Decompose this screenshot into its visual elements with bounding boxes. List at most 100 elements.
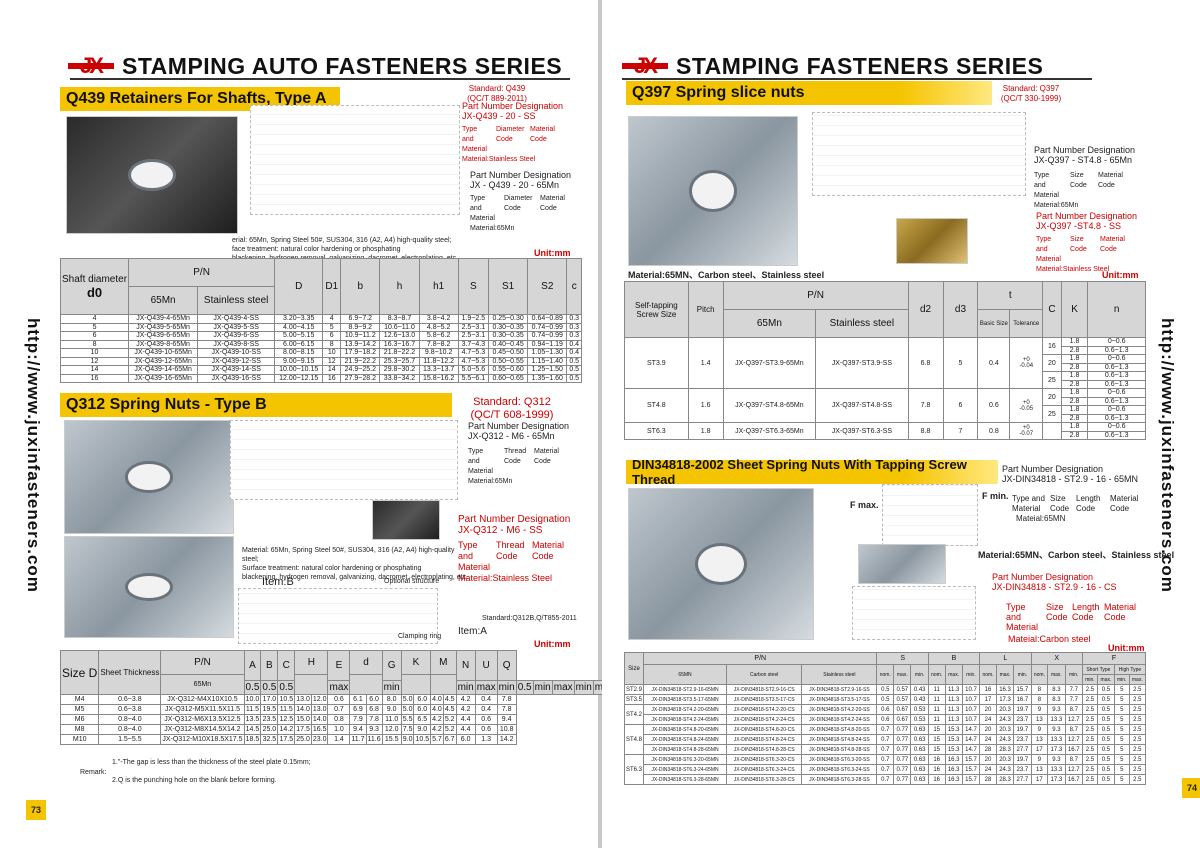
side-url[interactable]: http://www.juxinfasteners.com (24, 317, 43, 593)
table-cell: 25.3~25.7 (379, 356, 420, 366)
col-header: nom. (979, 664, 997, 685)
table-cell: JX-DIN34818-ST4.8-24-SS (801, 734, 878, 745)
table-cell: 8.00~8.15 (274, 348, 324, 358)
table-cell: 0.53 (910, 704, 929, 715)
table-cell: 13.3 (1047, 714, 1066, 725)
table-cell: 20.3 (995, 704, 1015, 715)
table-cell: 28 (979, 774, 997, 785)
col-header: K (400, 650, 432, 675)
col-header: D (274, 258, 324, 315)
table-cell: 28 (979, 744, 997, 755)
col-header: max (474, 680, 498, 695)
table-cell: 10.5 (413, 734, 432, 745)
col-header: B (260, 650, 279, 681)
col-header: min (381, 680, 402, 695)
col-header: 65Mn (722, 309, 817, 338)
table-cell: 0.43 (910, 684, 929, 695)
table-cell: 16.7 (1064, 744, 1083, 755)
table-cell: 0.5 (876, 694, 895, 705)
table-cell: M8 (59, 724, 100, 735)
col-header: min. (1013, 664, 1032, 685)
table-cell: 12.7 (1064, 734, 1083, 745)
col-header: max. (944, 664, 963, 685)
table-cell: 10.6~11.0 (379, 322, 420, 332)
table-cell: 2.8 (1060, 396, 1089, 406)
table-cell: 8 (1030, 684, 1049, 695)
table-cell: 0.5 (566, 373, 582, 383)
side-url[interactable]: http://www.juxinfasteners.com (1158, 317, 1177, 593)
table-cell: 1.8 (1060, 422, 1089, 432)
q312-remark-1: 1."-The gap is less than the thickness o… (112, 759, 311, 766)
col-header: P/N (160, 650, 245, 675)
table-cell: 0.5 (1097, 724, 1115, 735)
table-cell: 11 (927, 704, 946, 715)
col-header: d3 (942, 281, 979, 338)
table-cell: 2.5 (1081, 774, 1099, 785)
table-cell: 8.3 (1047, 684, 1066, 695)
table-cell: 12 (322, 356, 342, 366)
table-cell: 1.8 (1060, 405, 1089, 415)
col-header: min. (1081, 674, 1099, 685)
table-cell: 19.7 (1013, 754, 1032, 765)
col-header: U (474, 650, 498, 681)
table-cell: 17 (1030, 744, 1049, 755)
table-cell: 11.3 (944, 694, 963, 705)
table-cell: 1.3 (474, 734, 498, 745)
table-cell: 5 (1113, 694, 1130, 705)
table-cell: JX-Q439-4-SS (197, 314, 276, 324)
table-cell: 1.8 (1060, 388, 1089, 398)
table-cell: 5 (1113, 714, 1130, 725)
table-cell: 24 (979, 764, 997, 775)
table-cell: 1.4 (327, 734, 351, 745)
table-cell: 0.5 (566, 356, 582, 366)
table-cell: 16.7 (1013, 694, 1032, 705)
col-header: b (340, 258, 381, 315)
table-cell: 5.0~5.6 (457, 365, 490, 375)
table-cell: 0.67 (893, 714, 912, 725)
table-cell: 5 (1113, 684, 1130, 695)
table-cell: 17.9~18.2 (340, 348, 381, 358)
table-cell: +0 -0.07 (1009, 422, 1044, 440)
table-cell: 0.64~0.89 (527, 314, 568, 324)
table-cell: JX-Q397-ST6.3-65Mn (722, 422, 817, 440)
series-header: JX STAMPING FASTENERS SERIES (622, 50, 1043, 82)
col-header: A (243, 650, 262, 681)
table-cell: 16.3 (944, 774, 963, 785)
table-cell: JX-DIN34818-ST6.3-28-SS (801, 774, 878, 785)
col-header: Stainless steel (815, 309, 909, 338)
table-cell: 8.8 (907, 422, 944, 440)
table-cell: 13.9~14.2 (340, 339, 381, 349)
table-cell: 0.6 (474, 724, 498, 735)
table-cell: 9.3 (1047, 754, 1066, 765)
table-cell: 7.8 (496, 694, 517, 705)
table-cell: 1.4 (687, 337, 724, 389)
din-pnd-65mn: Part Number Designation JX-DIN34818 - ST… (1002, 464, 1139, 523)
q397-small-photo (896, 218, 968, 264)
table-cell: 9.0 (400, 734, 415, 745)
table-cell: 0.77 (893, 724, 912, 735)
table-cell: 2.5 (1081, 764, 1099, 775)
q312-item-b: Item:B (262, 576, 294, 588)
q312-standard3: Standard:Q312B,Q/T855-2011 (482, 615, 577, 622)
table-cell: 4 (322, 314, 342, 324)
table-cell: M6 (59, 714, 100, 725)
table-cell: 0.6~1.3 (1087, 430, 1146, 440)
table-cell: 0.5 (1097, 744, 1115, 755)
table-cell: 24.3 (995, 714, 1015, 725)
col-header: S (876, 652, 929, 665)
table-cell: 0.77 (893, 744, 912, 755)
table-cell: JX-DIN34818-ST6.3-28-CS (725, 774, 803, 785)
table-cell: 6 (322, 331, 342, 341)
table-cell: 0.77 (893, 754, 912, 765)
series-title: STAMPING AUTO FASTENERS SERIES (122, 52, 563, 79)
table-cell: 4.0 (430, 704, 444, 715)
table-cell: 32.5 (260, 734, 279, 745)
section-title-din34818: DIN34818-2002 Sheet Spring Nuts With Tap… (626, 457, 998, 487)
table-cell: 4 (59, 314, 130, 324)
col-header: max (551, 680, 575, 695)
col-header: d (349, 650, 383, 675)
col-header: Basic Size (977, 309, 1011, 338)
table-cell: 2.5 (1081, 694, 1099, 705)
